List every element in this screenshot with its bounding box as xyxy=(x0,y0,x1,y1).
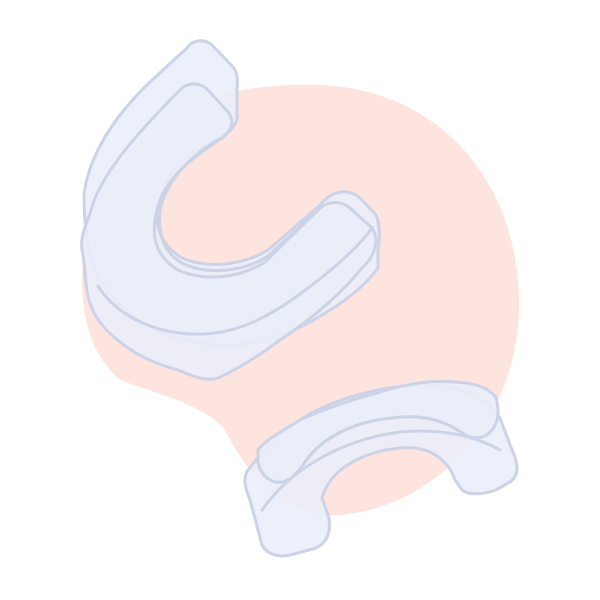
upper-tray-outer-edge xyxy=(96,226,374,336)
lower-tray xyxy=(243,380,519,558)
lower-tray-top xyxy=(256,380,500,484)
upper-tray-inner-edge xyxy=(158,136,322,273)
upper-tray xyxy=(80,39,381,381)
lower-tray-inner-edge xyxy=(303,415,467,464)
lower-tray-outer-edge xyxy=(260,429,502,512)
